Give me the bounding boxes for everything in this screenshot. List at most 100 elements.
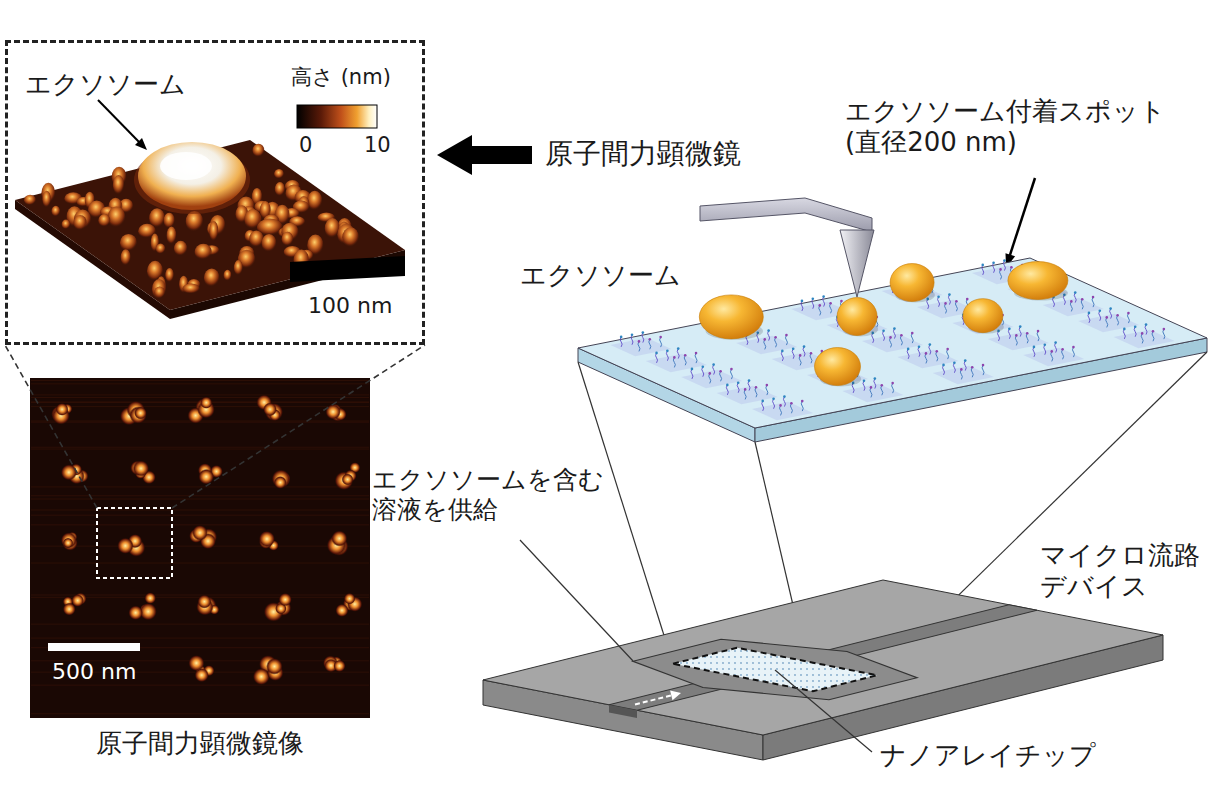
molecule: [803, 347, 805, 357]
molecule-head: [925, 352, 928, 355]
molecule: [709, 373, 711, 383]
molecule-head: [1033, 346, 1036, 349]
molecule-head: [1074, 291, 1077, 294]
spot-base: [1043, 298, 1104, 316]
molecule: [893, 329, 895, 339]
molecule: [960, 369, 962, 379]
spot-base: [933, 366, 994, 384]
scan-lines: [31, 381, 369, 714]
molecule-head: [726, 384, 729, 387]
flow-arrow-head: [670, 691, 681, 701]
afm-3d-inset: エクソソーム高さ (nm)010100 nm: [5, 40, 425, 345]
molecule-head: [1141, 332, 1144, 335]
surface-bump: [186, 211, 204, 233]
scan-line: [31, 394, 369, 395]
molecule-head: [1109, 307, 1112, 310]
molecule-head: [701, 365, 704, 368]
molecule-head: [829, 302, 832, 305]
scale-label: 100 nm: [308, 293, 392, 319]
molecule-head: [1127, 312, 1130, 315]
molecule-head: [761, 400, 764, 403]
surface-bump: [156, 244, 166, 255]
molecule: [744, 389, 746, 399]
exosome-body: [890, 264, 934, 302]
molecule: [948, 295, 950, 305]
surface-bump: [204, 269, 220, 288]
exosome-body: [1008, 262, 1068, 300]
zoom-box: [97, 508, 172, 578]
afm-spot: [192, 525, 208, 541]
molecule-head: [666, 349, 669, 352]
molecule: [638, 341, 640, 351]
afm-image: 500 nm原子間力顕微鏡像: [30, 378, 370, 718]
scale-bar: [290, 256, 405, 282]
afm-tip: [840, 230, 874, 297]
attachment-spot: [610, 331, 671, 356]
scan-line: [31, 495, 369, 496]
molecule: [801, 401, 803, 411]
molecule: [870, 387, 872, 397]
afm-spot: [61, 464, 77, 480]
exosomes: [699, 262, 1068, 387]
exosome-body: [837, 298, 877, 336]
surface-bump: [108, 206, 126, 228]
molecule-head: [840, 300, 843, 303]
molecule: [785, 335, 787, 345]
exosome: [963, 299, 1004, 334]
spot-base: [717, 386, 778, 404]
molecule: [1099, 311, 1101, 321]
afm-spot: [56, 403, 69, 416]
zoom-line: [5, 345, 425, 508]
molecule-head: [822, 295, 825, 298]
molecule-head: [1092, 296, 1095, 299]
surface-bump: [120, 234, 137, 252]
molecule-head: [918, 345, 921, 348]
scan-line: [31, 510, 369, 511]
molecule-head: [893, 327, 896, 330]
leader-line: [1009, 178, 1035, 258]
molecule: [819, 305, 821, 315]
surface-bump: [224, 270, 232, 282]
molecule: [1003, 261, 1005, 271]
molecule-head: [1019, 325, 1022, 328]
molecule-head: [1105, 316, 1108, 319]
molecule: [766, 385, 768, 395]
molecule: [1081, 299, 1083, 309]
molecule: [737, 383, 739, 393]
surface-bump: [182, 284, 200, 295]
exosome-body: [815, 348, 861, 386]
molecule: [1106, 317, 1108, 327]
chamber: [633, 639, 917, 700]
molecule-head: [966, 298, 969, 301]
molecule: [925, 353, 927, 363]
molecule-head: [1072, 346, 1075, 349]
molecule-head: [1088, 312, 1091, 315]
channel-inlet: [609, 705, 637, 718]
molecule: [801, 301, 803, 311]
molecule: [1055, 343, 1057, 353]
molecule-head: [1010, 266, 1013, 269]
molecule-head: [964, 359, 967, 362]
afm-spot: [200, 397, 212, 409]
molecule-head: [719, 370, 722, 373]
surface-bump: [164, 213, 175, 229]
molecule-head: [948, 293, 951, 296]
attachment-spot: [1023, 341, 1084, 366]
molecule: [1026, 333, 1028, 343]
molecule: [720, 371, 722, 381]
molecule-head: [1070, 300, 1073, 303]
molecule-head: [785, 334, 788, 337]
molecule: [1015, 335, 1017, 345]
molecule-head: [1050, 350, 1053, 353]
spot-base: [681, 370, 742, 388]
molecule-head: [953, 361, 956, 364]
molecule: [993, 263, 995, 273]
scan-line: [31, 563, 369, 564]
molecule-head: [649, 338, 652, 341]
molecule: [792, 349, 794, 359]
molecule-head: [1098, 309, 1101, 312]
surface-bump: [152, 279, 166, 300]
colorbar-title: 高さ (nm): [291, 65, 391, 90]
molecule-head: [799, 354, 802, 357]
exosome-label: エクソソーム: [25, 69, 186, 100]
